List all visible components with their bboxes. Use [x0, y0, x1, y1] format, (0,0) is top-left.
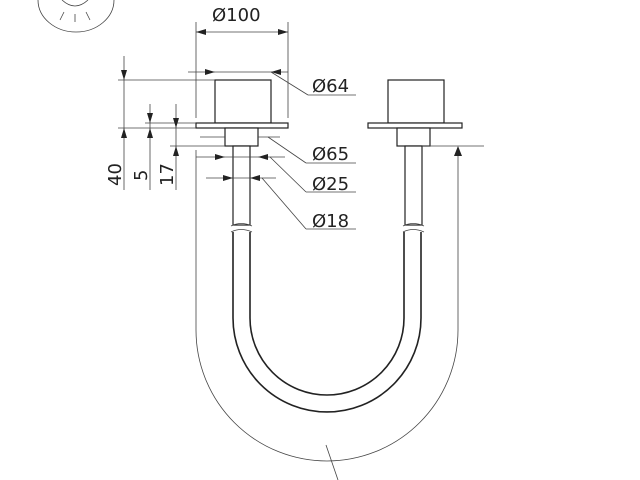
dim-d18: Ø18 [206, 175, 356, 232]
radius-leader [325, 444, 339, 480]
right-neck [396, 127, 431, 147]
left-flange [195, 122, 289, 129]
lamp-icon [37, 0, 115, 33]
dim-d64: Ø64 [188, 69, 356, 97]
dim-d65-label: Ø65 [312, 144, 349, 165]
right-fixture [367, 79, 463, 226]
dim-h17-label: 17 [157, 163, 178, 186]
flex-hose [230, 223, 425, 413]
right-tube [404, 145, 423, 226]
right-flange [367, 122, 463, 129]
dim-h40-label: 40 [105, 163, 126, 186]
left-cap-body [214, 79, 272, 124]
dim-d25: Ø25 [196, 154, 356, 195]
dim-d18-label: Ø18 [312, 211, 349, 232]
dim-d100-label: Ø100 [212, 5, 261, 26]
dim-h5-label: 5 [131, 170, 152, 181]
left-neck [224, 127, 259, 147]
right-cap-body [387, 79, 445, 124]
bend-radius-arc [195, 150, 459, 462]
dim-d100: Ø100 [195, 5, 289, 118]
dim-d65: Ø65 [200, 136, 356, 165]
left-tube [232, 145, 251, 226]
dim-d64-label: Ø64 [312, 76, 349, 97]
vertical-dimensions: 40 5 17 [105, 56, 225, 190]
dim-d25-label: Ø25 [312, 174, 349, 195]
left-fixture [195, 79, 289, 226]
